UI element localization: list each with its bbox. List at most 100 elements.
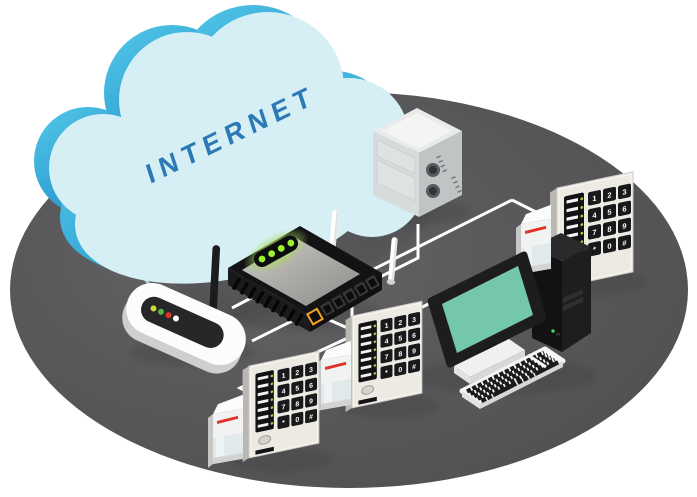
tower-button [556,333,560,336]
keypad-key-label: 1 [592,194,596,204]
monitor-screen [442,266,533,353]
keypad-key-8 [291,396,304,411]
keypad-key-label: 8 [398,351,402,359]
keypad-speaker [258,435,272,445]
keypad-key-label: 4 [282,388,286,396]
computer-tower [532,233,591,352]
keypad-key-* [277,414,290,430]
keypad-key-* [380,364,393,380]
keypad-key-label: 7 [385,354,389,362]
server-vent-ports [426,163,440,198]
keypad-key-label: 4 [385,338,389,346]
keypad-key-label: 8 [607,224,611,234]
modem-antenna [209,245,221,314]
keypad-key-label: 5 [295,385,299,393]
keypad-key-9 [305,393,318,408]
keypad-key-5 [603,203,616,220]
keypad-key-4 [380,333,393,348]
server-unit [373,108,462,217]
keypad-key-label: 1 [385,323,389,331]
keypad-key-# [618,234,631,251]
router-vent-ribs [231,277,307,328]
keypad-key-label: # [622,238,627,248]
keypad-key-4 [588,207,601,223]
keypad-key-label: 1 [282,373,286,381]
keypad-key-label: 6 [622,204,626,214]
keypad-key-3 [305,361,318,377]
monitor [427,251,547,384]
router-ports [306,274,380,326]
tower-drive-bays [563,289,583,311]
keypad-key-label: 0 [295,417,299,425]
keypad-key-# [305,408,318,424]
keypad-key-label: 0 [607,241,611,251]
sensor-stripe [524,225,547,234]
motion-sensor-left [208,394,243,468]
router-lan-ports [319,274,380,317]
keyboard-numpad-gap [527,353,547,369]
keypad-key-label: 2 [295,370,299,378]
server-label-dashes [436,155,462,194]
router-antenna-2 [386,237,398,285]
keypad-key-# [408,358,421,374]
keypad-key-2 [603,186,616,203]
keypad-key-0 [291,411,304,427]
keypad-key-6 [305,377,318,392]
keypad-key-label: * [385,370,388,378]
keypad-key-4 [277,383,290,398]
keypad-key-label: * [282,420,285,428]
keypad-led-strip [360,324,377,378]
keypad-key-0 [603,237,616,254]
keypad-speaker [361,385,375,395]
keypad-key-label: 7 [282,404,286,412]
keypad-keys: 1 2 3 4 5 6 7 8 9 * 0 # [277,361,318,430]
sensor-stripe [324,361,347,370]
keypad-key-9 [408,343,421,358]
router-status-leds [258,239,295,263]
keypad-key-9 [618,217,631,234]
keypad-key-label: 3 [622,187,626,197]
keypad-key-0 [394,361,407,377]
keypad-key-label: 5 [398,335,402,343]
keypad-key-8 [394,346,407,361]
keypad-key-5 [291,380,304,395]
keypad-key-label: 2 [398,320,402,328]
keypad-key-1 [588,190,601,206]
keypad-key-1 [277,367,290,383]
keypad-key-7 [277,399,290,414]
keypad-key-label: 8 [295,401,299,409]
keypad-key-6 [408,327,421,342]
sensor-stripe [216,415,239,424]
keypad-key-* [588,241,601,257]
keypad-key-label: # [309,414,313,422]
modem [122,245,246,374]
keypad-key-label: 3 [309,367,313,375]
keypad-key-label: 5 [607,207,611,217]
keypad-key-6 [618,200,631,217]
keypad-key-label: 9 [622,221,626,231]
keypad-led-strip [257,374,274,428]
keypad-key-7 [588,224,601,240]
keypad-key-label: 6 [412,332,416,340]
keypad-key-label: 3 [412,317,416,325]
keypad-key-label: 6 [309,382,313,390]
tower-power-led [551,329,555,333]
keypad-key-3 [618,183,631,200]
keypad-key-2 [291,364,304,380]
keypad-key-label: * [593,245,596,255]
keypad-key-7 [380,349,393,364]
keypad-key-label: # [412,364,416,372]
router-led-strip [243,228,309,275]
keypad-key-2 [394,314,407,330]
keyboard-keys [466,350,560,404]
modem-status-leds [150,305,179,322]
keypad-key-8 [603,220,616,237]
keypad-key-label: 4 [592,210,597,220]
keypad-key-1 [380,317,393,333]
keyboard [459,346,566,409]
keypad-key-label: 9 [309,398,313,406]
keypad-key-3 [408,311,421,327]
